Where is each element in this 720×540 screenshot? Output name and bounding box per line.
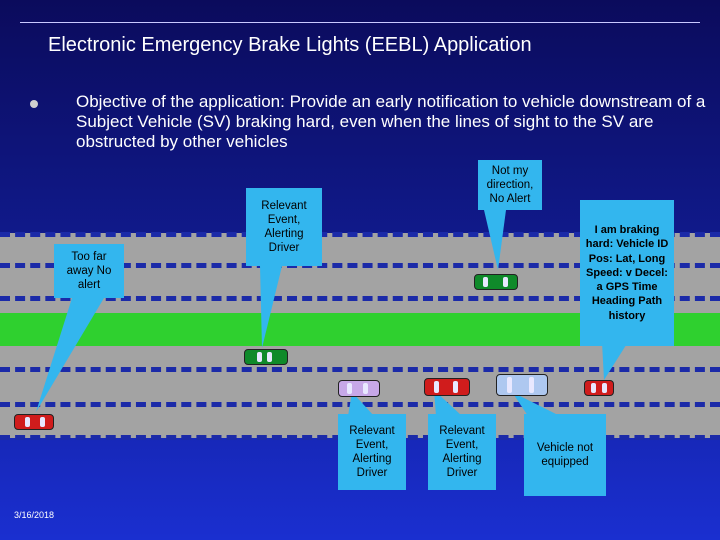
callout-relevant-event-bottom-1: Relevant Event, Alerting Driver bbox=[338, 414, 406, 490]
callout-tail bbox=[484, 210, 506, 270]
slide-date: 3/16/2018 bbox=[14, 510, 55, 520]
purple-vehicle bbox=[338, 380, 380, 397]
green-vehicle-opposite-direction bbox=[474, 274, 518, 290]
callout-tail bbox=[36, 298, 104, 412]
blue-vehicle-not-equipped bbox=[496, 374, 548, 396]
callout-not-my-direction: Not my direction, No Alert bbox=[478, 160, 542, 210]
callout-braking-message: I am braking hard: Vehicle ID Pos: Lat, … bbox=[580, 200, 674, 346]
callout-tail bbox=[348, 392, 374, 416]
red-vehicle-middle bbox=[424, 378, 470, 396]
callout-tail bbox=[434, 390, 462, 416]
lane-marking bbox=[0, 367, 720, 372]
callout-relevant-event-top: Relevant Event, Alerting Driver bbox=[246, 188, 322, 266]
callout-too-far: Too far away No alert bbox=[54, 244, 124, 298]
green-vehicle-relevant bbox=[244, 349, 288, 365]
callout-vehicle-not-equipped: Vehicle not equipped bbox=[524, 414, 606, 496]
lane-marking bbox=[0, 296, 720, 301]
red-vehicle-too-far bbox=[14, 414, 54, 430]
objective-text: Objective of the application: Provide an… bbox=[76, 92, 706, 151]
title-rule bbox=[20, 22, 700, 23]
lane-marking bbox=[0, 232, 720, 237]
slide-title: Electronic Emergency Brake Lights (EEBL)… bbox=[48, 34, 532, 56]
bullet-icon bbox=[30, 100, 38, 108]
red-vehicle-subject-braking bbox=[584, 380, 614, 396]
callout-tail bbox=[602, 342, 628, 380]
callout-tail bbox=[260, 266, 282, 348]
callout-relevant-event-bottom-2: Relevant Event, Alerting Driver bbox=[428, 414, 496, 490]
lane-marking bbox=[0, 263, 720, 268]
callout-tail bbox=[512, 392, 560, 416]
